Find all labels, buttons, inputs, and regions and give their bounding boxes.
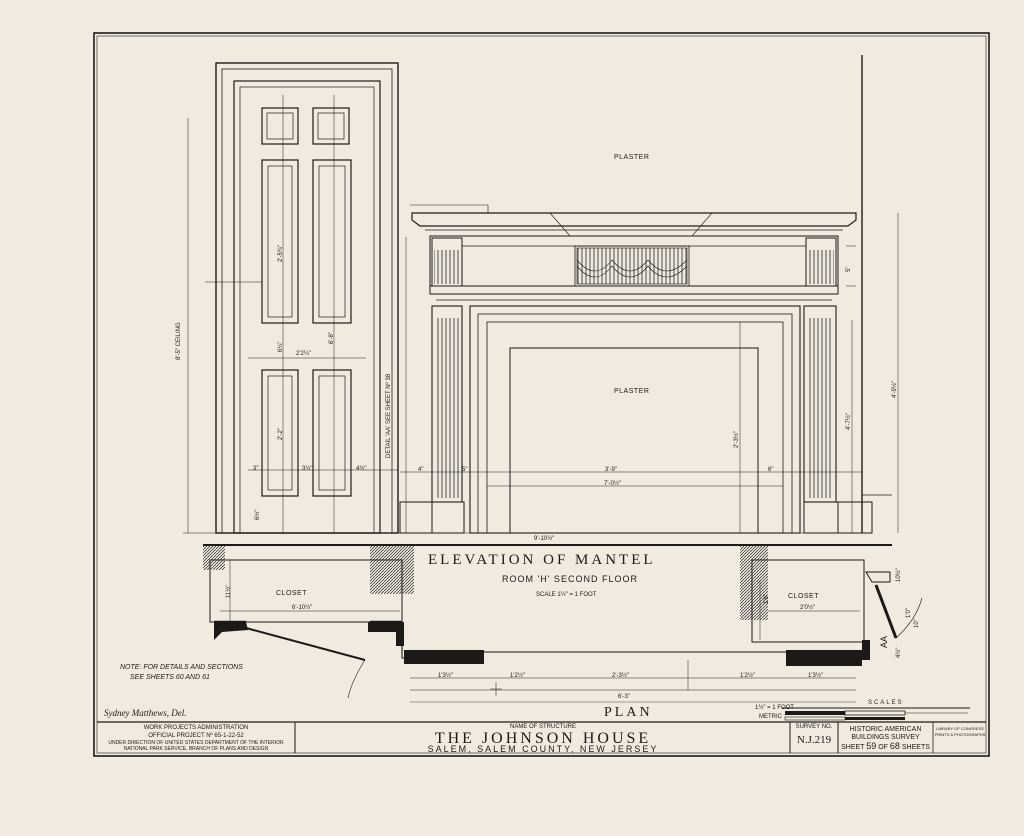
outer-border — [93, 32, 990, 757]
plaster-label-upper: PLASTER — [614, 154, 650, 161]
sheet-count: SHEET 59 OF 68 SHEETS — [839, 741, 932, 752]
aa-label: AA — [879, 635, 889, 648]
dim-door-span: 6'-8" — [329, 332, 335, 344]
dim-bottom-3-2: 3½" — [302, 466, 313, 472]
dim-frieze: 5" — [846, 266, 852, 272]
dim-closet-left-width: 6'-10½" — [292, 605, 313, 611]
survey-number: N.J.219 — [796, 734, 832, 746]
room-label: ROOM 'H' SECOND FLOOR — [502, 574, 638, 584]
structure-location: SALEM, SALEM COUNTY, NEW JERSEY — [427, 744, 659, 754]
agency-line-3: UNDER DIRECTION OF UNITED STATES DEPARTM… — [108, 740, 284, 746]
note-line-1: NOTE: FOR DETAILS AND SECTIONS — [120, 664, 243, 671]
dim-opening-full: 7'-0½" — [604, 481, 621, 487]
ceiling-note: 8'-5" CEILING — [176, 322, 182, 360]
library-stamp-2: PRINTS & PHOTOGRAPHS — [934, 732, 986, 737]
pilaster-flute-right — [808, 318, 832, 498]
dim-plan-1: 1'3½" — [438, 673, 453, 679]
capital-flute-right — [808, 250, 834, 284]
agency-line-2: OFFICIAL PROJECT Nº 65-1-22-52 — [148, 733, 244, 739]
frieze-drapery — [576, 247, 688, 285]
elevation-title: ELEVATION OF MANTEL — [428, 552, 656, 568]
title-block-lines — [97, 721, 986, 753]
dim-plan-5: 1'3½" — [808, 673, 823, 679]
scale-foot-label: 1½" = 1 FOOT — [755, 705, 794, 711]
sheet-suffix: SHEETS — [901, 744, 930, 751]
dim-mantel-overall: 9'-10½" — [534, 536, 555, 542]
dim-plan-4: 1'2½" — [740, 673, 755, 679]
name-of-structure-label: NAME OF STRUCTURE — [510, 724, 576, 730]
agency-line-1: WORK PROJECTS ADMINISTRATION — [143, 725, 249, 731]
sheet-of: OF — [878, 744, 888, 751]
plan-title: PLAN — [604, 705, 653, 720]
dim-plan-3: 2'-3½" — [612, 673, 629, 679]
dim-plan-side-3: 10" — [914, 619, 920, 628]
closet-right-label: CLOSET — [788, 593, 820, 600]
survey-no-label: SURVEY NO. — [795, 724, 833, 730]
door-elevation — [215, 62, 399, 534]
plan-solid-walls — [214, 622, 870, 666]
pilaster-flute-left — [435, 318, 459, 498]
dim-plan-side-2: 1'0" — [906, 608, 912, 618]
dim-door-width: 2'2¼" — [296, 351, 311, 357]
capital-flute-left — [434, 250, 460, 284]
dim-sides-4: 4" — [418, 467, 424, 473]
dim-bottom-3: 3" — [253, 466, 259, 472]
hatch-left-1 — [203, 546, 225, 570]
dim-plan-side-1: 10½" — [896, 568, 902, 582]
graphic-scale — [782, 707, 970, 721]
mantel-elevation — [399, 55, 892, 534]
hatch-left-2 — [370, 546, 414, 594]
detail-note: DETAIL 'AA' SEE SHEET Nº 38 — [386, 373, 392, 458]
dim-plan-overall: 6'-3" — [618, 694, 630, 700]
survey-name-2: BUILDINGS SURVEY — [851, 734, 920, 741]
note-line-2: SEE SHEETS 60 AND 61 — [130, 674, 210, 681]
scale-label: SCALE 1½" = 1 FOOT — [536, 592, 597, 598]
dim-door-base: 6½" — [255, 509, 261, 520]
dim-closet-left-depth: 11½" — [226, 584, 232, 598]
sheet-total: 68 — [889, 741, 900, 751]
closet-left-label: CLOSET — [276, 590, 308, 597]
dim-opening-height: 2'-3½" — [734, 431, 740, 448]
dim-pilaster-height: 4'-7½" — [846, 413, 852, 430]
delineator: Sydney Matthews, Del. — [104, 708, 187, 718]
dim-plan-2: 1'2½" — [510, 673, 525, 679]
inner-border — [96, 35, 987, 754]
dim-sides-6: 6" — [768, 467, 774, 473]
plaster-label-lower: PLASTER — [614, 388, 650, 395]
structure-name: THE JOHNSON HOUSE — [434, 730, 652, 747]
dim-closet-right-width: 2'0½" — [800, 605, 815, 611]
agency-line-4: NATIONAL PARK SERVICE, BRANCH OF PLANS A… — [123, 746, 269, 752]
dim-door-panel-mid: 6¼" — [278, 341, 284, 352]
dim-plan-side-4: 4½" — [896, 647, 902, 658]
dim-sides-5: 5" — [462, 467, 468, 473]
hatch-right — [740, 546, 768, 620]
scales-label: SCALES — [868, 700, 904, 706]
dim-mantel-height: 4'-9½" — [892, 381, 898, 398]
dim-door-panel-upper: 2'-5¾" — [278, 245, 284, 262]
scale-metric-label: METRIC — [759, 714, 782, 720]
survey-name-1: HISTORIC AMERICAN — [849, 726, 922, 733]
dim-opening-width: 3'-9" — [605, 467, 617, 473]
sheet-prefix: SHEET — [841, 744, 865, 751]
sheet-number: 59 — [866, 741, 877, 751]
dim-bottom-4: 4½" — [356, 466, 367, 472]
library-stamp-1: LIBRARY OF CONGRESS — [936, 726, 984, 731]
dim-closet-right-depth: 1'6" — [764, 594, 770, 604]
dim-door-lower: 2'-2" — [278, 428, 284, 440]
mantel-dimension-lines — [400, 213, 899, 533]
